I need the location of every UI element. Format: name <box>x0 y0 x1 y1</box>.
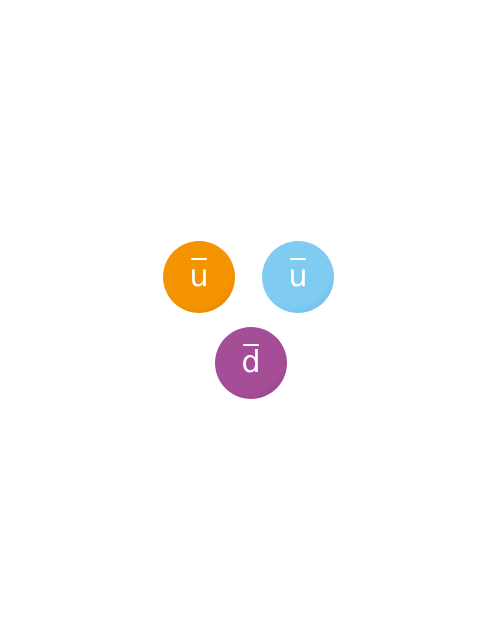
antiparticle-bar <box>190 258 207 260</box>
quark-label: u <box>288 258 308 294</box>
quark-label: u <box>189 258 209 294</box>
anti-up-quark-orange: u <box>163 241 235 313</box>
quark-symbol: u <box>189 259 209 294</box>
quark-symbol: u <box>288 259 308 294</box>
antiparticle-bar <box>289 258 306 260</box>
antiparticle-bar <box>242 344 259 346</box>
anti-down-quark-purple: d <box>215 327 287 399</box>
anti-up-quark-blue: u <box>262 241 334 313</box>
quark-symbol: d <box>241 345 261 380</box>
quark-label: d <box>241 344 261 380</box>
